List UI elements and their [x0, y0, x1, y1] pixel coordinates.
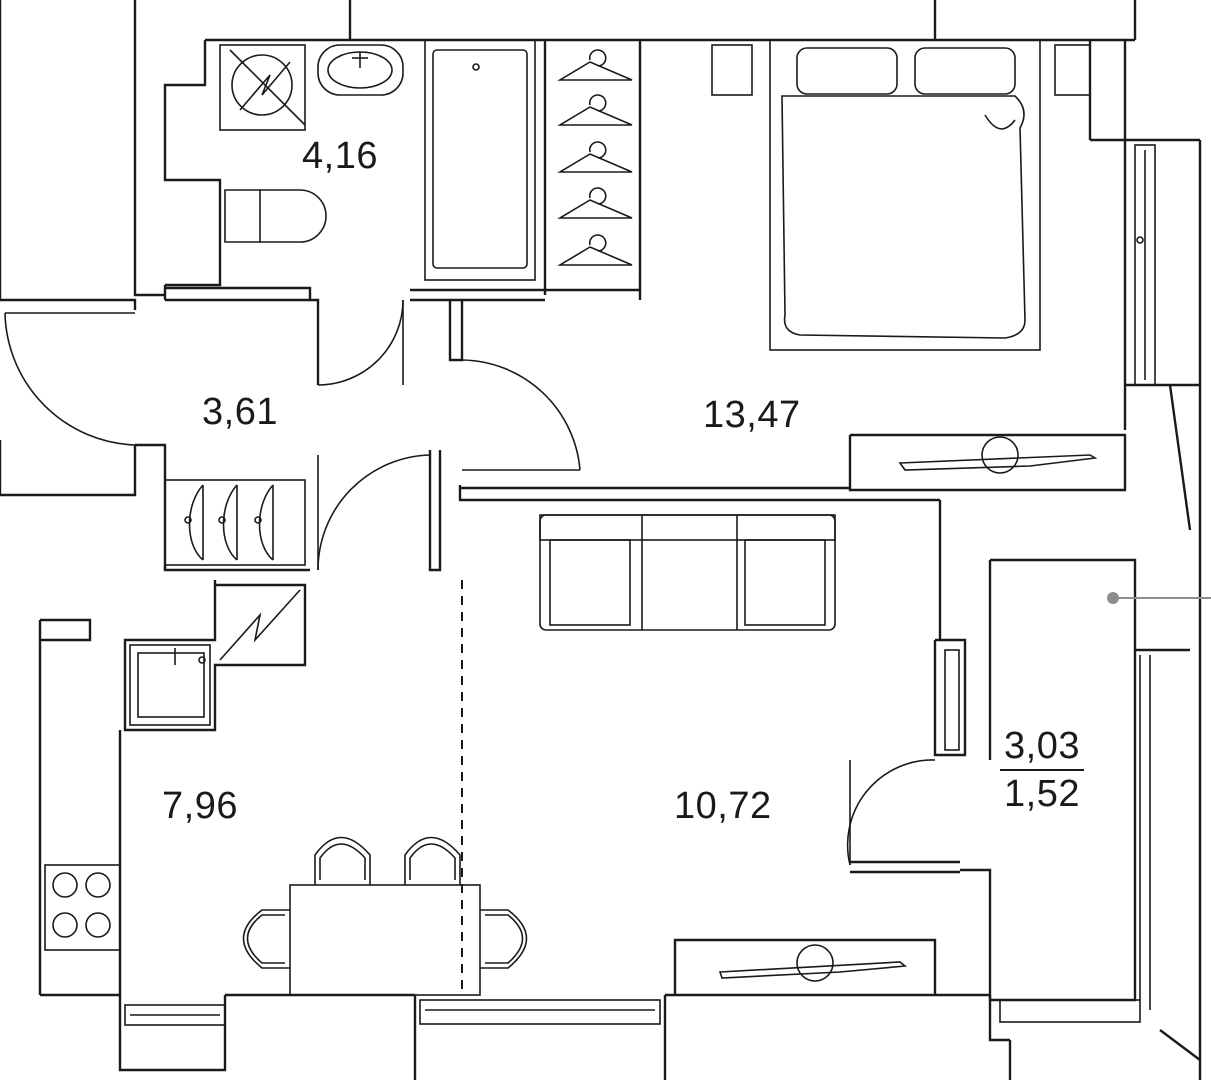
hob-icon	[44, 864, 121, 951]
balcony-total-area: 3,03	[1000, 727, 1084, 771]
door-icon	[4, 299, 936, 866]
dining-table-icon	[289, 884, 481, 996]
balcony-reduced-area: 1,52	[1004, 773, 1080, 815]
boiler-icon	[219, 589, 301, 661]
washbasin-icon	[317, 44, 404, 96]
sofa-icon	[539, 514, 836, 631]
toilet-icon	[224, 189, 327, 243]
living-area-label: 10,72	[674, 785, 772, 827]
hall-area-label: 3,61	[202, 391, 278, 433]
wardrobe-icon	[164, 479, 306, 566]
radiator-icon	[718, 436, 1098, 982]
window-icon	[124, 144, 1156, 1026]
interior-walls	[118, 40, 1190, 1002]
wardrobe-icon	[557, 49, 633, 266]
bathtub-icon	[424, 39, 536, 281]
nightstand-icon	[711, 44, 1091, 96]
kitchen-area-label: 7,96	[162, 785, 238, 827]
bathroom-area-label: 4,16	[302, 135, 378, 177]
balcony-marker	[1107, 592, 1211, 604]
kitchen-sink-icon	[129, 644, 211, 726]
bedroom-area-label: 13,47	[703, 394, 801, 436]
bed-icon	[769, 39, 1041, 351]
balcony-area-label: 3,03 1,52	[1000, 727, 1084, 813]
washing-machine-icon	[219, 44, 306, 131]
chair-icon	[242, 836, 528, 969]
